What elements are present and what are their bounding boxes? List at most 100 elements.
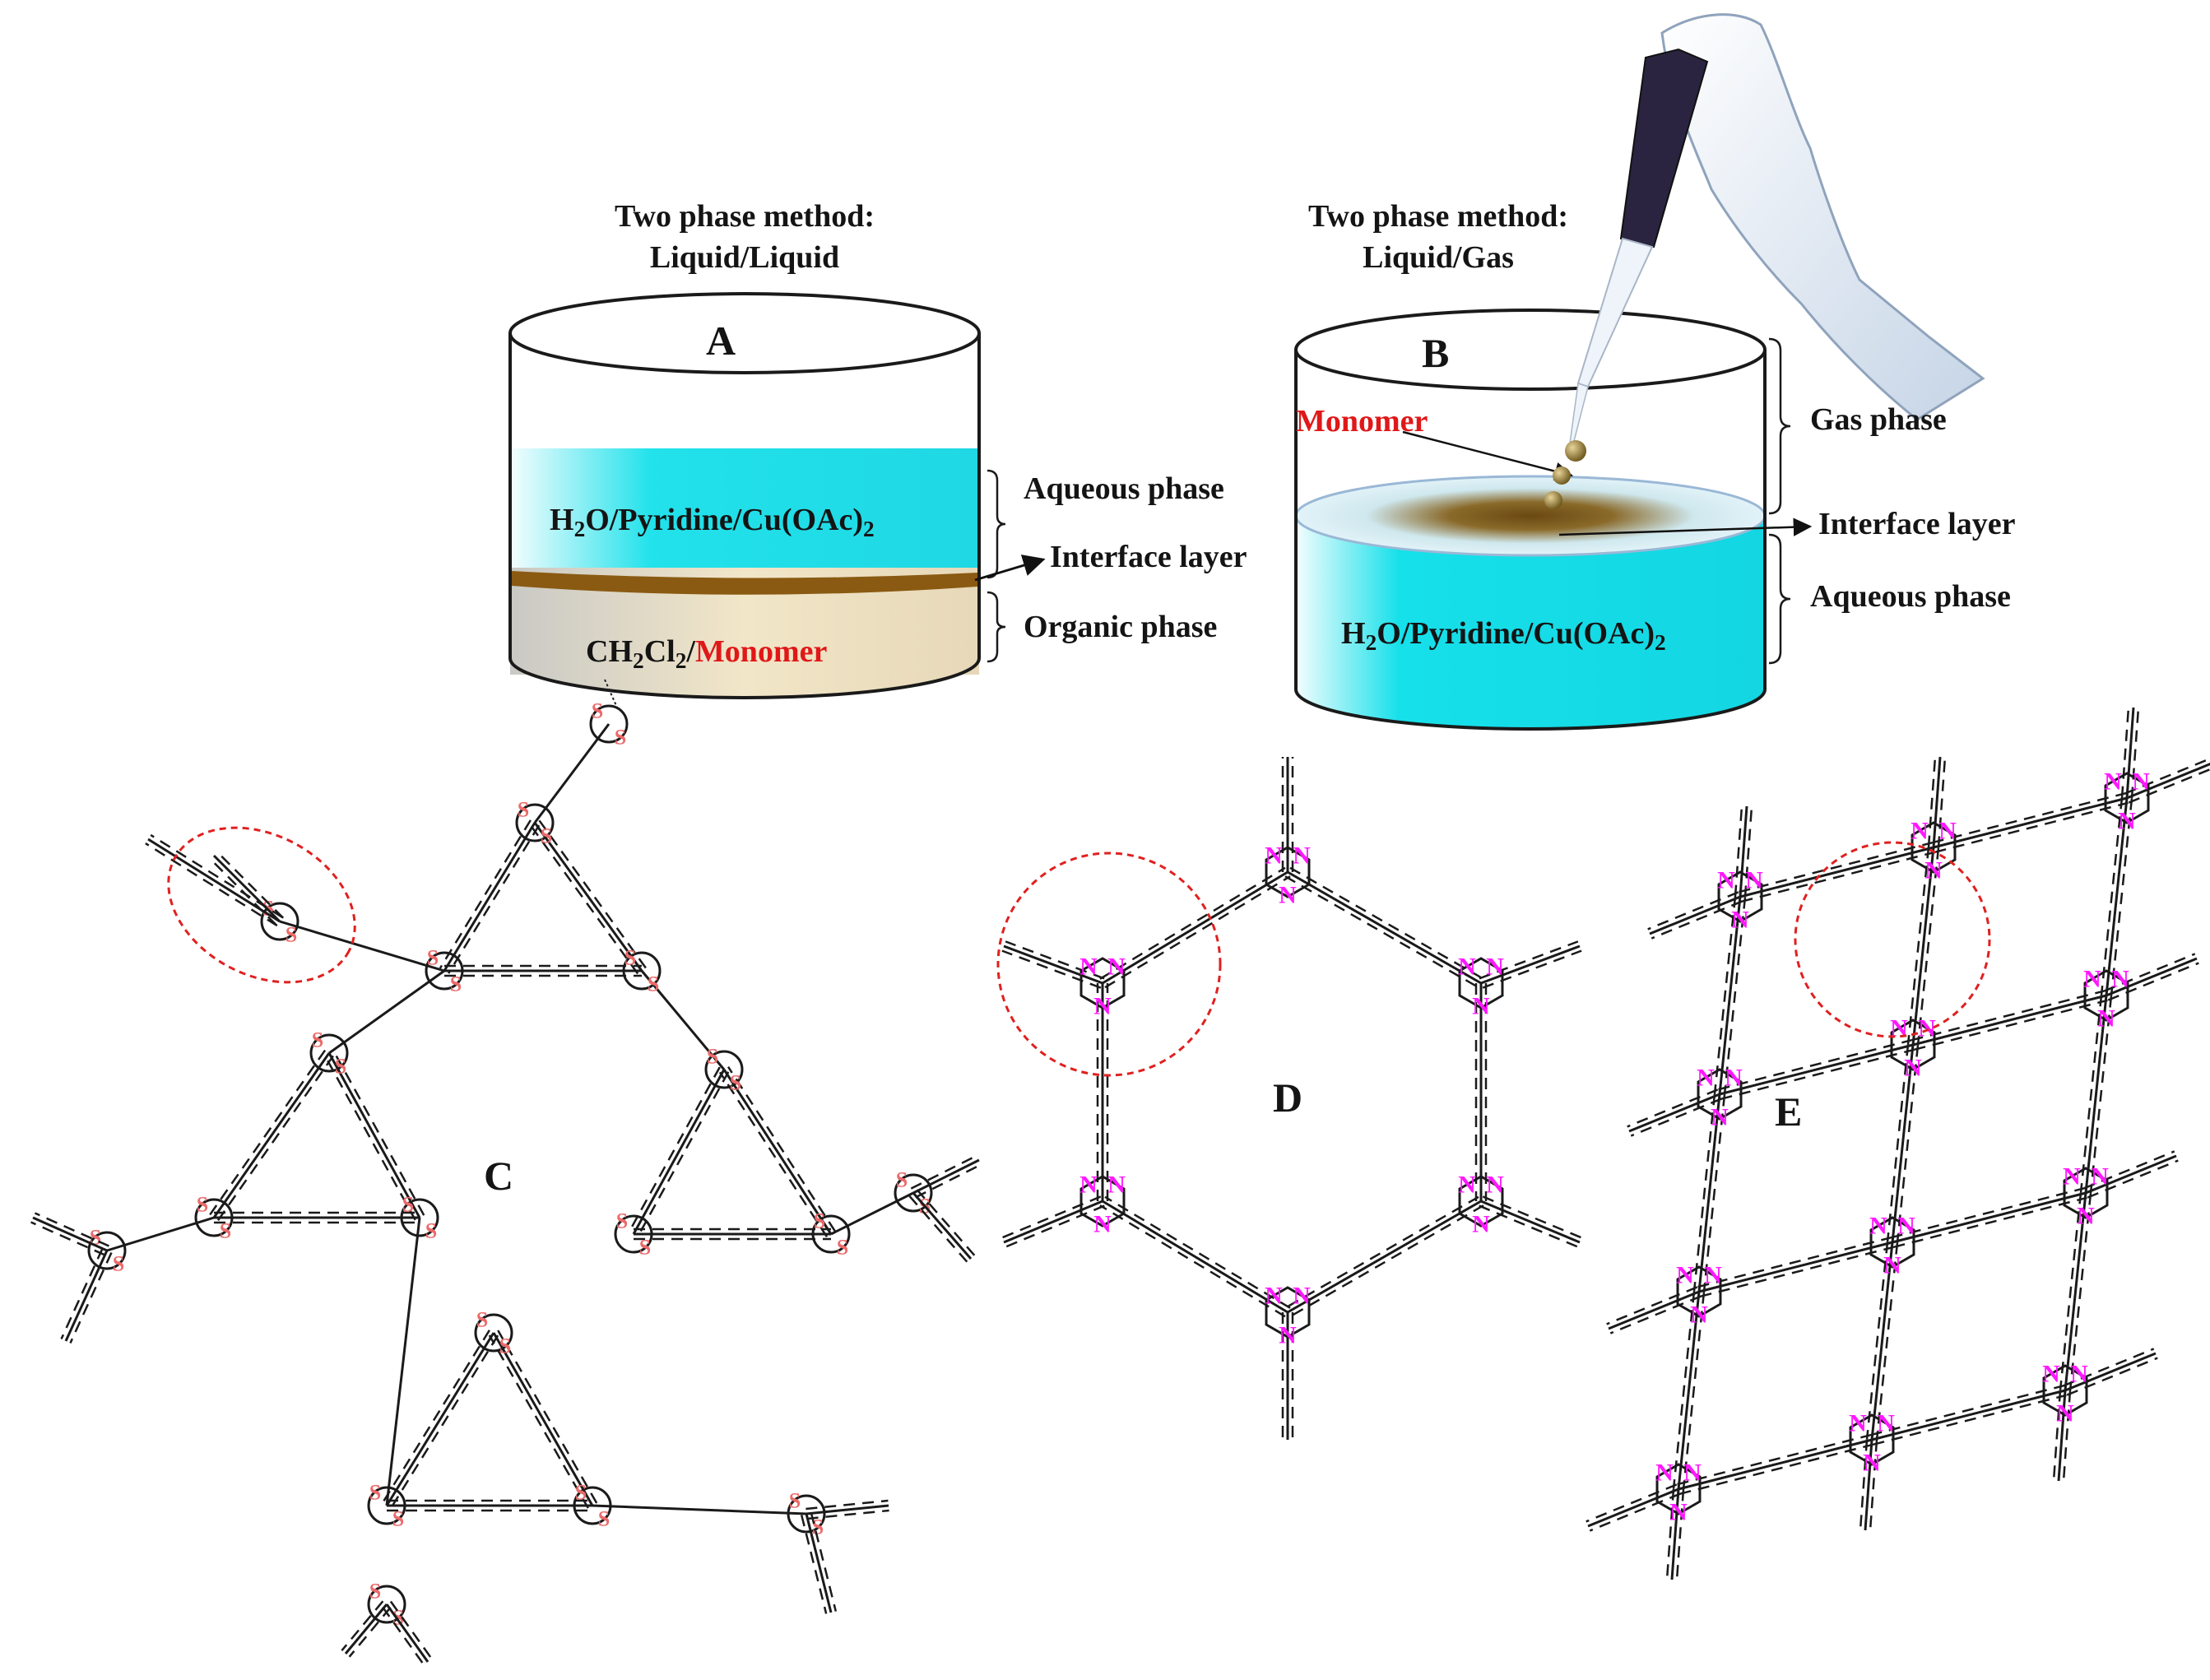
atom-label: N [1924,857,1943,884]
panel-b-gas-label: Gas phase [1810,402,1947,437]
triple-bond-line [1675,1489,1685,1580]
atom-label: N [1717,867,1735,894]
triple-bond-line [2066,1357,2158,1396]
bond-line [1892,1191,2087,1244]
triple-bond-line [1875,1242,1899,1441]
atom-label: N [2104,768,2122,796]
bond-line [2084,995,2108,1194]
ring-shape [787,1494,826,1534]
panel-d-letter: D [1273,1074,1303,1121]
bond-line [2105,797,2129,996]
ring-shape [1717,870,1763,923]
ring-shape [1079,957,1126,1009]
ring-shape [1697,1068,1743,1121]
bond-line [1587,1487,1679,1528]
atom-label: N [1458,1172,1476,1199]
triple-bond-line [209,1049,327,1216]
triple-bond-line [382,1606,425,1666]
bond-line [1911,847,1935,1046]
triple-bond-line [390,1334,499,1509]
bond-line [592,1504,807,1515]
atom-label: N [1911,818,1929,845]
triple-bond-line [1586,1483,1678,1523]
atom-label: N [1676,1262,1694,1289]
bond-line [1864,1439,1873,1531]
triple-bond-line [1651,900,1743,940]
highlight-circle [1794,841,1991,1038]
triple-bond-line [1609,1295,1702,1334]
triple-bond-line [1927,756,1937,847]
triple-bond-line [1289,1204,1484,1318]
atom-label: N [1918,1015,1936,1042]
bond-line [1739,805,1748,898]
triple-bond-line [1713,896,1737,1094]
triple-bond-line [718,1071,829,1237]
atom-label: S [707,1045,718,1069]
panel-b-monomer-label: Monomer [1296,404,1428,439]
atom-label: S [518,798,529,822]
atom-label: N [2070,1361,2088,1388]
atom-label: N [1683,1460,1702,1487]
bond-line [2064,1192,2087,1391]
triple-bond-line [216,851,285,919]
triple-bond-line [1005,1204,1105,1248]
triple-bond-line [800,1515,828,1614]
ring-shape [1869,1216,1915,1269]
bond-line [1718,896,1742,1095]
triple-bond-line [1104,875,1291,989]
ring-shape [622,951,662,991]
atom-label: S [814,1209,825,1233]
bond-line [2125,707,2135,799]
triple-bond-line [1916,847,1940,1046]
atom-label: N [1655,1460,1674,1487]
bond-line [1698,1241,1893,1293]
triple-bond-line [908,1195,968,1263]
ring-shape [194,1198,234,1237]
bond-line [533,723,611,824]
bond-line [32,1216,108,1252]
triple-bond-line [1679,1443,1873,1496]
atom-label: N [1731,907,1749,934]
atom-label: N [1725,1065,1743,1092]
bond-line [1649,895,1741,935]
atom-label: S [730,1071,741,1095]
triple-bond-line [1739,841,1933,893]
triple-bond-line [488,1334,589,1509]
bond-line [1628,1093,1720,1133]
bond-line [2057,1390,2067,1482]
triple-bond-line [2128,768,2210,804]
bond-line [805,1513,833,1613]
bond-line [1287,1200,1482,1314]
bond-line [212,854,281,923]
bond-line [806,1504,889,1515]
bond-line [632,1069,726,1235]
atom-label: S [197,1193,208,1217]
atom-label: S [450,972,462,996]
atom-label: S [598,1507,610,1531]
formula-part: / [686,634,695,669]
bond-line [279,920,445,972]
formula-part: H [550,503,574,537]
atom-label: S [837,1236,848,1260]
formula-part: H [1341,616,1366,651]
droplet-icon [1553,466,1571,485]
panel-b-letter: B [1422,330,1450,376]
triple-bond-line [1647,891,1739,930]
bond-line [212,1052,331,1218]
triple-bond-line [448,824,541,974]
panel-c-letter: C [484,1153,514,1199]
bond-line [64,1250,109,1342]
formula-part: O/Pyridine/Cu(OAc) [1377,616,1655,651]
atom-label: N [1745,867,1763,894]
triple-bond-line [530,824,639,975]
triple-bond-line [216,1055,334,1222]
bond-line [830,1191,914,1236]
triple-bond-line [1734,805,1743,897]
ring-shape [260,902,299,941]
ring-shape [1265,846,1311,898]
bond-line [1912,994,2107,1047]
panel-a-title: Two phase method: Liquid/Liquid [580,196,909,278]
ring-shape [1458,957,1504,1009]
